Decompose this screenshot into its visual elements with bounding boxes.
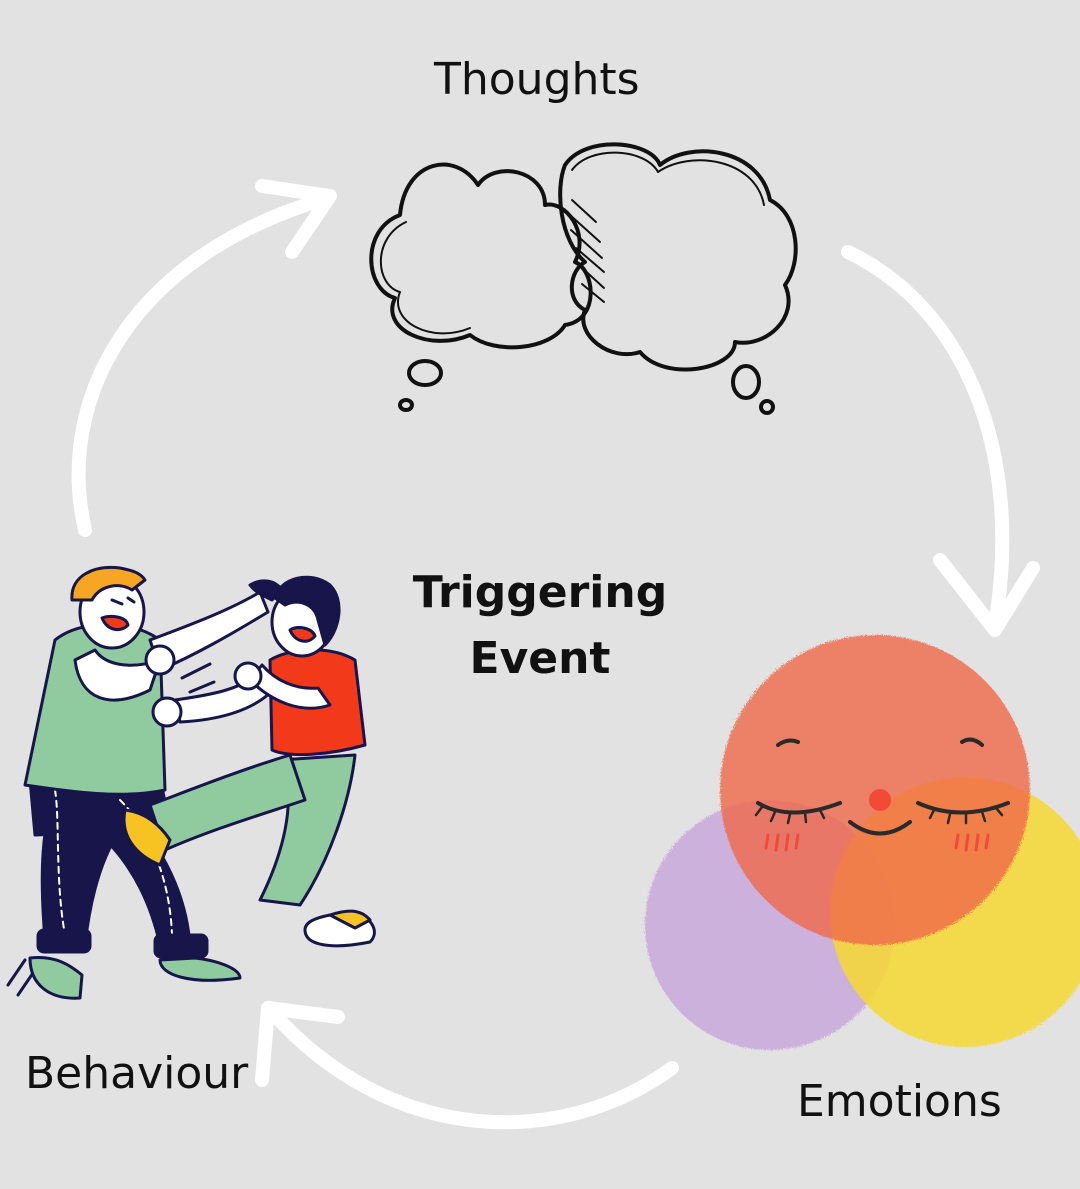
center-title-line2: Event [469, 633, 611, 684]
arrowhead-icon [933, 553, 1040, 637]
center-title-line1: Triggering [412, 567, 668, 618]
cycle-arrow-icon [265, 1005, 679, 1130]
arrowhead-icon [255, 179, 337, 259]
cycle-arrow-icon [71, 191, 335, 537]
cycle-arrow-icon [841, 245, 1010, 632]
behaviour-label: Behaviour [25, 1048, 249, 1099]
thoughts-label: Thoughts [434, 54, 640, 105]
emotions-label: Emotions [797, 1076, 1002, 1127]
center-title: Triggering Event [400, 560, 680, 692]
arrowhead-icon [255, 1001, 345, 1087]
